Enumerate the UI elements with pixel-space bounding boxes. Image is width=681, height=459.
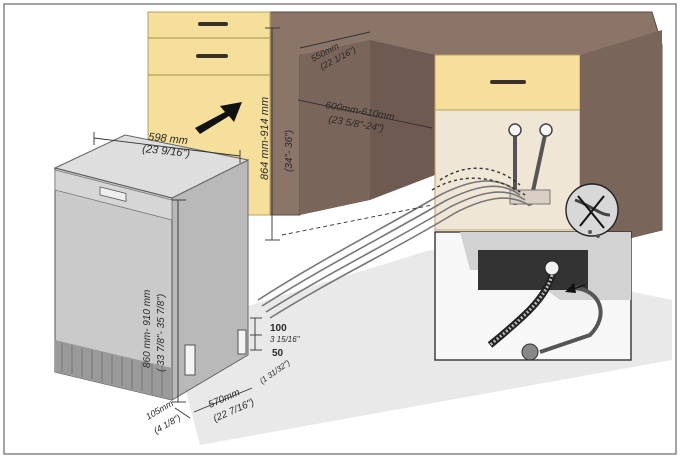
display-window xyxy=(99,186,127,202)
hoses xyxy=(257,180,531,319)
label-appliance-height: 860 mm- 910 mm xyxy=(142,290,153,368)
hose-dashed-route xyxy=(439,167,521,186)
drain-connector xyxy=(539,123,553,137)
drawer-handle xyxy=(490,80,526,84)
adjustable-foot xyxy=(237,329,247,355)
label-plinth-height: 100 xyxy=(270,323,287,334)
plinth xyxy=(55,340,172,400)
label-niche-height: 864 mm-914 mm xyxy=(259,97,271,180)
water-inlet-connector xyxy=(544,260,560,276)
label-clearance: 50 xyxy=(272,348,284,359)
label-niche-height-in: (34"- 36") xyxy=(284,130,295,172)
drawer-handle xyxy=(198,22,228,26)
label-appliance-height-in: ( 33 7/8"- 35 7/8") xyxy=(156,294,167,372)
left-cabinet-side xyxy=(300,40,370,215)
dimension-lines xyxy=(93,27,433,419)
label-plinth-height-in: 3 15/16" xyxy=(270,335,301,344)
tap-connector xyxy=(508,123,522,137)
inset-rear-panel xyxy=(478,250,588,290)
drawer-handle xyxy=(196,54,228,58)
magnifier-detail xyxy=(565,183,619,238)
supply-valve xyxy=(521,343,539,361)
connection-detail-inset xyxy=(434,231,632,361)
supply-pipe xyxy=(539,286,603,354)
insert-arrow-icon xyxy=(195,102,242,134)
niche-back-left xyxy=(370,40,435,200)
adjustable-foot xyxy=(184,344,196,376)
plinth-vents xyxy=(61,343,163,396)
inlet-hose-rib xyxy=(489,274,554,347)
label-width-top-in: (23 9/16") xyxy=(142,143,191,160)
label-width-top: 598 mm xyxy=(148,131,189,147)
niche-floor-outline xyxy=(281,204,433,236)
arrowhead-icon xyxy=(565,283,576,293)
